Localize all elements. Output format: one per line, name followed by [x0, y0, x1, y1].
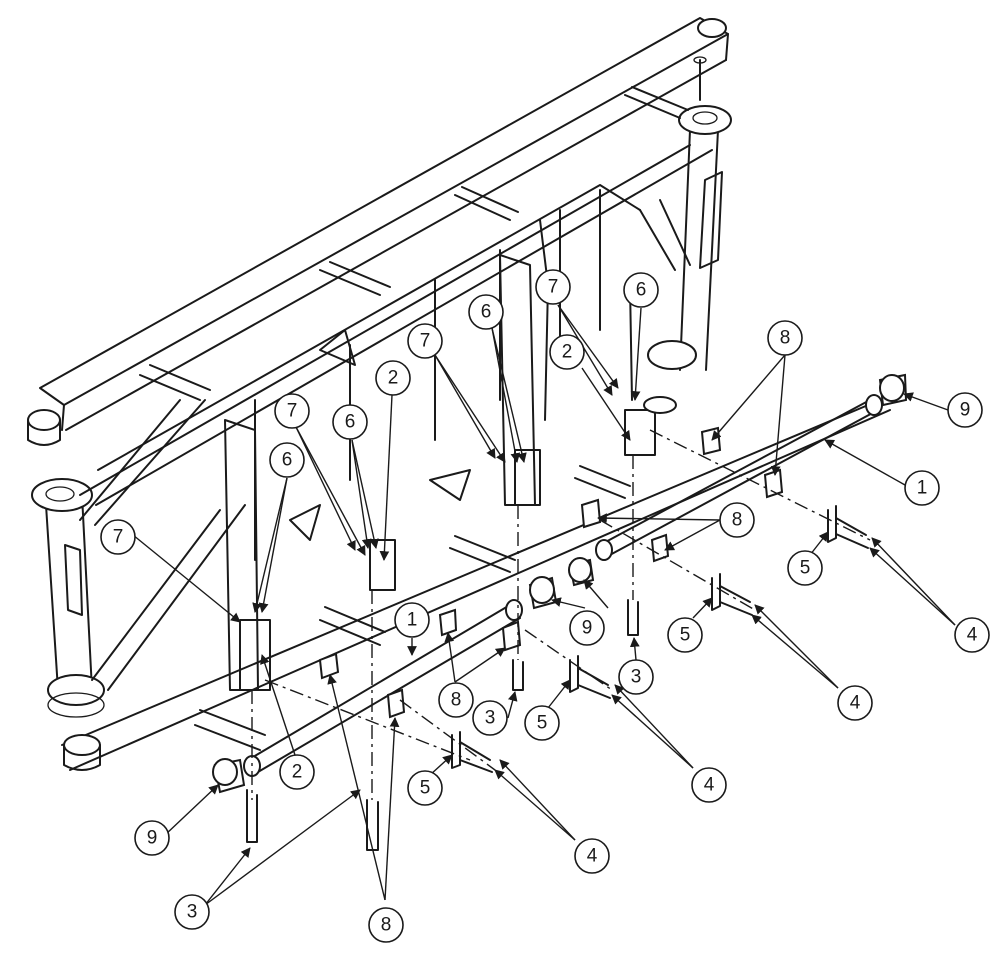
svg-text:8: 8: [451, 690, 462, 711]
callout-4: 4: [691, 767, 727, 803]
svg-text:4: 4: [967, 625, 978, 646]
svg-text:1: 1: [917, 478, 928, 499]
svg-text:6: 6: [636, 280, 647, 301]
callout-6: 6: [269, 442, 305, 478]
svg-text:5: 5: [420, 778, 431, 799]
svg-text:7: 7: [113, 527, 124, 548]
callout-7: 7: [274, 393, 310, 429]
callout-5: 5: [667, 617, 703, 653]
callout-8: 8: [719, 502, 755, 538]
svg-text:6: 6: [282, 450, 293, 471]
svg-text:2: 2: [292, 762, 303, 783]
callout-5: 5: [407, 770, 443, 806]
callout-3: 3: [174, 894, 210, 930]
callout-9: 9: [134, 820, 170, 856]
callout-2: 2: [549, 334, 585, 370]
svg-text:1: 1: [407, 610, 418, 631]
callout-4: 4: [954, 617, 990, 653]
svg-text:9: 9: [582, 618, 593, 639]
svg-text:9: 9: [147, 828, 158, 849]
boom-frame: [27, 17, 891, 771]
callout-8: 8: [438, 682, 474, 718]
svg-text:2: 2: [388, 368, 399, 389]
plate-part: [451, 505, 869, 773]
svg-text:4: 4: [587, 846, 598, 867]
svg-text:8: 8: [381, 915, 392, 936]
callout-6: 6: [468, 294, 504, 330]
svg-text:7: 7: [420, 331, 431, 352]
svg-text:7: 7: [548, 277, 559, 298]
callout-1: 1: [904, 470, 940, 506]
callout-8: 8: [368, 907, 404, 943]
svg-text:4: 4: [704, 775, 715, 796]
svg-text:3: 3: [187, 902, 198, 923]
svg-text:5: 5: [537, 713, 548, 734]
svg-text:8: 8: [732, 510, 743, 531]
callout-3: 3: [618, 659, 654, 695]
svg-text:5: 5: [680, 625, 691, 646]
svg-text:7: 7: [287, 401, 298, 422]
callout-6: 6: [332, 404, 368, 440]
leader-lines: [132, 304, 956, 906]
callout-5: 5: [524, 705, 560, 741]
callout-7: 7: [535, 269, 571, 305]
svg-text:4: 4: [850, 693, 861, 714]
assembly-centerlines: [251, 429, 871, 800]
svg-text:5: 5: [800, 558, 811, 579]
callout-2: 2: [279, 754, 315, 790]
callout-2: 2: [375, 360, 411, 396]
callout-1: 1: [394, 602, 430, 638]
callout-balloons: 1 1 2 2 2 3 3 3 4 4 4 4 5 5 5 5 6 6 6 6 …: [100, 269, 990, 943]
knob-part: [212, 373, 908, 794]
callout-6: 6: [623, 272, 659, 308]
callout-5: 5: [787, 550, 823, 586]
svg-text:6: 6: [481, 302, 492, 323]
svg-text:2: 2: [562, 342, 573, 363]
svg-text:6: 6: [345, 412, 356, 433]
callout-3: 3: [472, 700, 508, 736]
callout-8: 8: [767, 320, 803, 356]
svg-text:9: 9: [960, 400, 971, 421]
callout-4: 4: [574, 838, 610, 874]
svg-text:3: 3: [485, 708, 496, 729]
svg-text:8: 8: [780, 328, 791, 349]
callout-7: 7: [407, 323, 443, 359]
callout-4: 4: [837, 685, 873, 721]
shaft-part: [243, 394, 883, 777]
callout-7: 7: [100, 519, 136, 555]
svg-text:3: 3: [631, 667, 642, 688]
callout-9: 9: [947, 392, 983, 428]
callout-9: 9: [569, 610, 605, 646]
